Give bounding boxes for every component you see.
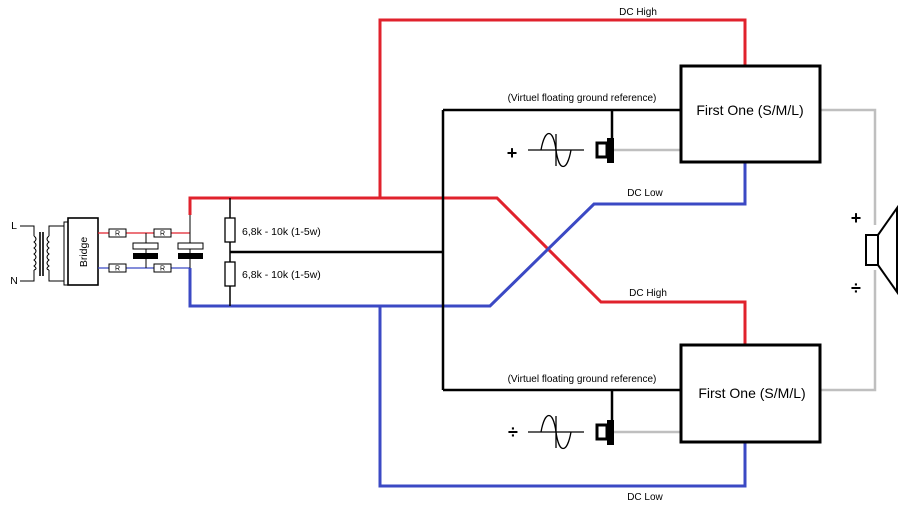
mains-line-label: L [11, 220, 17, 232]
rca-jack-icon [595, 420, 614, 445]
mains-input: L N [10, 220, 35, 287]
divider-resistor-bottom [224, 261, 236, 287]
divider-resistor-top [224, 217, 236, 243]
dc-high-top-label: DC High [619, 7, 657, 18]
speaker-wire-top [820, 108, 877, 225]
divider-resistors: 6,8k - 10k (1-5w) 6,8k - 10k (1-5w) [224, 198, 321, 306]
sine-wave-icon [528, 414, 584, 450]
amplifier-bottom: First One (S/M/L) [679, 343, 822, 444]
rca-jack-icon [595, 138, 614, 163]
divider-resistor-bottom-label: 6,8k - 10k (1-5w) [242, 269, 321, 281]
dc-low-top-label: DC Low [627, 188, 663, 199]
filter-resistor-label: R [115, 231, 120, 238]
speaker-wire-bottom [820, 270, 877, 392]
mains-neutral-label: N [10, 275, 18, 287]
amp-top-label: First One (S/M/L) [696, 102, 803, 118]
input-source-bottom: ÷ [508, 414, 614, 450]
filter-resistor-label: R [115, 266, 120, 273]
transformer-icon [33, 225, 64, 282]
speaker-icon: + ÷ [851, 204, 898, 298]
amp-bottom-label: First One (S/M/L) [698, 385, 805, 401]
filter-resistor-label: R [160, 266, 165, 273]
dc-high-top-wire [378, 18, 747, 197]
speaker-minus: ÷ [851, 278, 861, 298]
filter-resistor-label: R [160, 231, 165, 238]
ground-ref-bottom-label: (Virtuel floating ground reference) [508, 374, 657, 385]
ground-wires [230, 108, 681, 420]
input-bottom-sign: ÷ [508, 422, 518, 442]
input-source-top: + [507, 132, 614, 168]
dc-low-bottom-label: DC Low [627, 492, 663, 503]
bridge-rectifier: Bridge [63, 217, 99, 286]
filter-network: R R R R [98, 215, 204, 273]
divider-resistor-top-label: 6,8k - 10k (1-5w) [242, 226, 321, 238]
sine-wave-icon [528, 132, 584, 168]
dc-low-main-rail [188, 162, 747, 308]
ground-ref-top-label: (Virtuel floating ground reference) [508, 93, 657, 104]
amplifier-top: First One (S/M/L) [679, 64, 822, 164]
signal-wires [614, 108, 877, 434]
bridge-label: Bridge [78, 237, 90, 268]
input-top-sign: + [507, 143, 518, 163]
speaker-plus: + [851, 208, 862, 228]
dc-high-bottom-label: DC High [629, 288, 667, 299]
dc-low-wires [188, 162, 747, 488]
dc-low-bottom-wire [378, 306, 747, 488]
